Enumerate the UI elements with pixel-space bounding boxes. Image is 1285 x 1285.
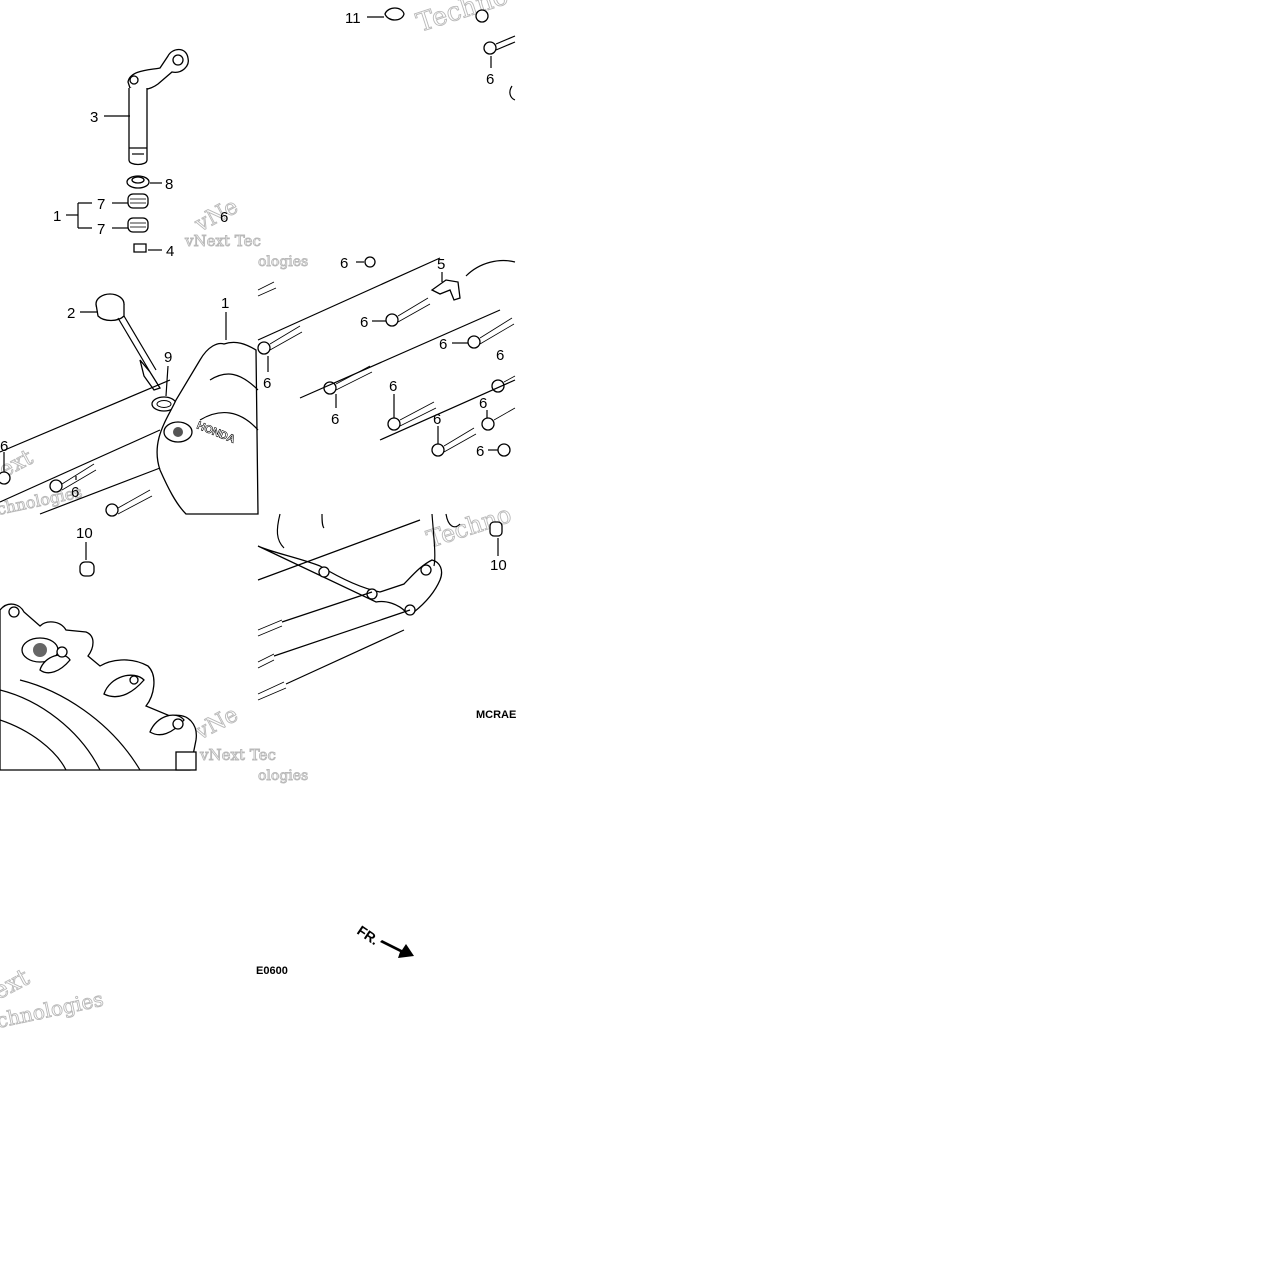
long-bolt [257, 619, 287, 701]
watermark-text: Techno [413, 0, 512, 39]
dipstick-tip [139, 359, 161, 391]
part-label-7: 7 [97, 221, 105, 238]
part-label-3: 3 [90, 109, 98, 126]
part-label-6: 6 [433, 411, 441, 428]
part-label-7: 7 [97, 196, 105, 213]
part-label-11: 11 [345, 10, 361, 27]
watermark-text: ext [0, 963, 34, 1005]
crankcase-cover-assembly: HONDA [0, 255, 516, 517]
watermark-text: vNe [190, 702, 242, 746]
part-label-8: 8 [165, 176, 173, 193]
watermark-text: ologies [258, 254, 308, 270]
clip-part-11 [384, 7, 405, 21]
part-label-6: 6 [479, 395, 487, 412]
part-label-10: 10 [490, 557, 507, 574]
watermark-layer: Techno vNext Tec ologies chnologies ext … [0, 0, 515, 1033]
crankcase-lower-view: 10 10 [0, 513, 516, 771]
diagram-code: MCRAE [476, 709, 516, 721]
part-label-9: 9 [164, 349, 172, 366]
crankcase-cover [156, 341, 259, 515]
front-label: FR. [354, 922, 382, 948]
rubber-part-7 [127, 193, 149, 209]
part-label-6: 6 [0, 438, 8, 455]
stay-hole [172, 54, 184, 66]
watermark-text: ologies [258, 768, 308, 784]
flange-bolt [0, 463, 153, 517]
bracket-part-5 [430, 279, 461, 301]
front-direction-indicator: FR. [354, 922, 414, 958]
dowel-pin-part-10 [489, 521, 503, 537]
part-label-5: 5 [437, 256, 445, 273]
part-label-6: 6 [389, 378, 397, 395]
stay-hole [129, 75, 139, 85]
watermark-text: vNext Tec [184, 232, 261, 250]
part-label-4: 4 [166, 243, 174, 260]
part-label-10: 10 [76, 525, 93, 542]
bolt-part-4 [133, 243, 147, 253]
oil-filter-assembly: 11 6 3 8 1 7 7 4 6 [53, 7, 516, 260]
part-label-1: 1 [221, 295, 229, 312]
crankcase-body [0, 603, 197, 771]
part-label-6: 6 [331, 411, 339, 428]
dowel-pin-part-10 [79, 561, 95, 577]
part-label-6: 6 [439, 336, 447, 353]
flange-bolt [257, 256, 516, 457]
part-label-6: 6 [340, 255, 348, 272]
oil-pipe-shaft [128, 88, 148, 166]
part-label-2: 2 [67, 305, 75, 322]
rubber-part-7 [127, 217, 149, 233]
part-label-6: 6 [71, 484, 79, 501]
part-label-1: 1 [53, 208, 61, 225]
crankcase-half [257, 545, 443, 613]
front-arrow-icon [380, 940, 414, 958]
part-label-6: 6 [360, 314, 368, 331]
part-label-6: 6 [476, 443, 484, 460]
part-label-6: 6 [496, 347, 504, 364]
watermark-text: vNext Tec [199, 746, 276, 764]
part-label-6: 6 [220, 209, 228, 226]
flange-bolt [475, 9, 516, 55]
diagram-code: E0600 [256, 965, 288, 977]
part-label-6: 6 [486, 71, 494, 88]
part-label-6: 6 [263, 375, 271, 392]
